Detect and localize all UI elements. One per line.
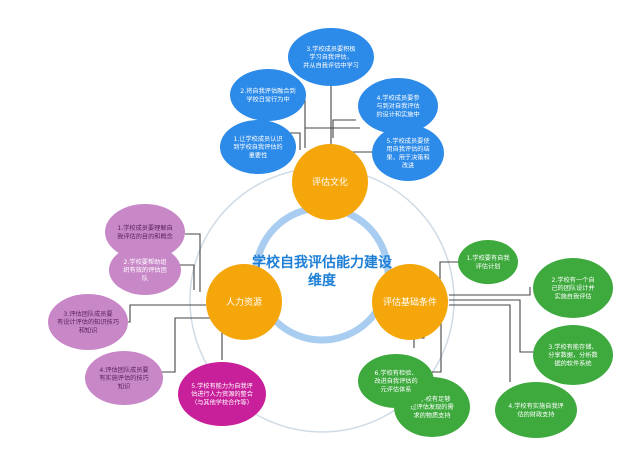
node-b4-shape <box>358 78 438 134</box>
node-g6-text-line-3: 元评估体系 <box>381 385 412 393</box>
node-p1-shape <box>105 204 185 260</box>
node-p3-text-line-3: 和知识 <box>79 326 98 334</box>
hub-hr-label: 人力资源 <box>226 296 262 308</box>
node-g4-text-line-1: 4.学校有实施自我评 <box>508 402 563 410</box>
node-p4-text-line-2: 有实施评估的技巧 <box>99 374 149 382</box>
diagram-title-line-2: 维度 <box>308 272 337 289</box>
node-g3-text-line-3: 据的软件系统 <box>554 359 591 367</box>
node-p5-text-line-3: （与其他学校合作等） <box>191 398 253 406</box>
node-g6-text-line-2: 改进自我评估的 <box>374 377 417 385</box>
connector-base-g2 <box>449 287 531 296</box>
node-g3-text-line-1: 3.学校有能存储、 <box>548 343 597 351</box>
node-p3-shape <box>48 294 128 350</box>
node-b4-text-line-3: 的设计和实施中 <box>376 110 419 118</box>
connector-culture-b4 <box>332 119 356 138</box>
node-p2-shape <box>109 245 181 295</box>
node-b1-text-line-2: 到学校自我评估的 <box>233 143 283 151</box>
node-g5-text-line-3: 求的物质支持 <box>413 411 450 419</box>
node-g2-shape <box>533 258 613 318</box>
connector-hr-p4 <box>161 317 215 373</box>
node-g2-text-line-2: 己的团队设计并 <box>551 284 594 292</box>
hub-base-label: 评估基础条件 <box>383 296 437 308</box>
node-p4-text-line-1: 4.评估团队成员要 <box>99 366 148 374</box>
connector-hr-p3 <box>124 304 206 323</box>
node-b2-text-line-2: 学校日常行为中 <box>246 95 289 103</box>
node-b3-shape <box>288 28 374 86</box>
node-g1-text-line-2: 评估计划 <box>476 262 501 270</box>
node-p3-text-line-1: 3.评估团队成员要 <box>63 310 112 318</box>
node-b5-text-line-2: 用自我评估的结 <box>386 145 429 153</box>
hub-hr: 人力资源 <box>206 264 282 340</box>
node-g2-text-line-3: 实施自我评估 <box>554 292 591 300</box>
node-b1-text-line-1: 1.让学校成员认识 <box>233 135 282 143</box>
node-g5-text-line-2: 过评估发现的需 <box>410 403 453 411</box>
node-p2-text-line-2: 织有效的评估团 <box>123 266 166 274</box>
diagram-title-line-1: 学校自我评估能力建设 <box>252 254 393 271</box>
node-p5-shape <box>178 362 266 426</box>
connector-base-g4 <box>449 304 511 382</box>
node-p3-text-line-2: 有设计评估的知识技巧 <box>57 318 119 326</box>
node-g3-shape <box>533 325 613 385</box>
node-g1-text-line-1: 1.学校要有自我 <box>466 254 509 262</box>
node-b1-shape <box>220 120 296 174</box>
node-p2-text-line-1: 2.学校要帮助组 <box>123 258 166 266</box>
node-g3-text-line-2: 分享数据，分析数 <box>548 351 598 359</box>
node-p5-text-line-1: 5.学校有能力为自我评 <box>191 382 253 390</box>
node-g1-shape <box>458 240 518 284</box>
node-p2-text-line-3: 队 <box>142 274 149 282</box>
node-g4-shape <box>495 382 577 438</box>
hub-culture: 评估文化 <box>292 144 368 220</box>
node-g2-text-line-1: 2.学校有一个自 <box>551 276 594 284</box>
node-g4-text-line-2: 估的财政支持 <box>517 410 554 418</box>
node-b2-shape <box>230 69 306 121</box>
hub-culture-label: 评估文化 <box>312 176 348 188</box>
node-g6-shape <box>358 354 434 408</box>
node-b3-text-line-2: 学习自我评估， <box>309 53 352 61</box>
node-p1-text-line-1: 1.学校成员要理解自 <box>117 224 172 232</box>
connector-hr-p2 <box>180 264 195 290</box>
connector-base-g5 <box>432 318 442 373</box>
node-b5-text-line-3: 果，用于决策和 <box>386 153 429 161</box>
node-p4-text-line-3: 知识 <box>118 382 130 390</box>
node-b3-text-line-3: 并从自我评估中学习 <box>303 61 359 69</box>
node-p1-text-line-2: 我评估的目的和概念 <box>117 232 173 240</box>
node-b2-text-line-1: 2.将自我评估融合到 <box>240 87 295 95</box>
node-b5-text-line-1: 5.学校成员要使 <box>386 137 430 145</box>
connector-hr-p1 <box>185 233 201 292</box>
node-b1-text-line-3: 重要性 <box>249 151 268 159</box>
node-b4-text-line-1: 4.学校成员要参 <box>376 94 419 102</box>
node-b5-text-line-4: 改进 <box>402 162 414 170</box>
node-p4-shape <box>85 351 163 405</box>
hub-base: 评估基础条件 <box>372 264 448 340</box>
node-g5-text-line-1: 5.学校有足够 <box>414 395 451 403</box>
connector-base-g3 <box>449 299 536 353</box>
leaf-nodes: 1.让学校成员认识到学校自我评估的重要性2.将自我评估融合到学校日常行为中3.学… <box>48 28 613 438</box>
node-b3-text-line-1: 3.学校成员要积极 <box>306 45 355 53</box>
node-b4-text-line-2: 与到对自我评估 <box>376 102 419 110</box>
node-b5-shape <box>372 125 444 181</box>
node-g6-text-line-1: 6.学校有检验、 <box>374 369 417 377</box>
node-p5-text-line-2: 估进行人力资源的整合 <box>191 390 253 398</box>
